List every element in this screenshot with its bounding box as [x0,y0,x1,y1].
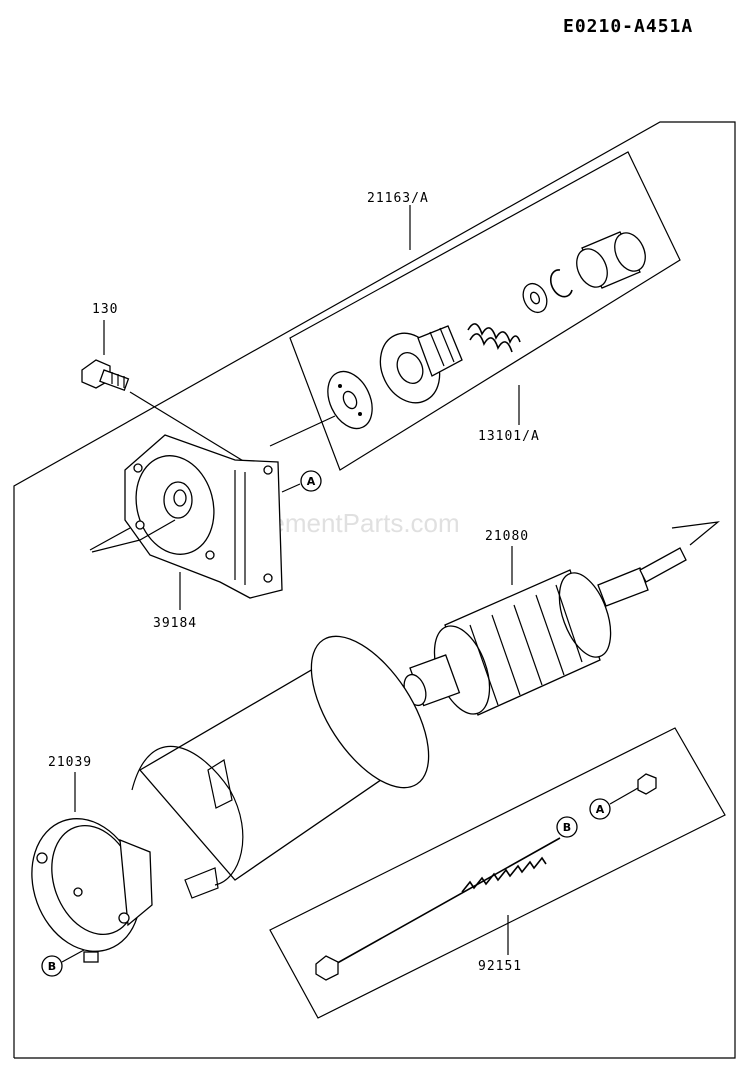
assembly-line-bolt [129,391,246,463]
arrow-right [671,521,720,546]
washer [522,282,548,314]
diagram-code: E0210-A451A [563,16,693,37]
spring [467,323,521,353]
ref-b1: B [48,960,56,973]
label-21039: 21039 [48,755,92,770]
pinion-kit-box [289,151,681,471]
front-bracket [124,434,283,599]
bolt-130 [81,359,130,392]
axis-line-bracket [139,519,176,541]
assembly-line-bracket [269,415,336,447]
stop-plate [327,370,373,430]
ref-a1: A [307,475,316,488]
label-130: 130 [92,302,118,317]
label-39184: 39184 [153,616,197,631]
through-bolt-box [269,727,726,1019]
outer-frame [13,121,736,1059]
nut [637,773,657,795]
ref-a2: A [596,803,605,816]
arrow-left-b [89,527,131,551]
leader-ref-a1 [281,483,301,493]
through-bolt [315,837,561,981]
ref-b2: B [563,821,571,834]
leader-ref-a2 [609,787,639,805]
pinion-gear [379,325,463,404]
leader-ref-b1 [61,949,85,963]
end-cover [31,818,153,963]
snap-ring [549,269,573,298]
label-21163a: 21163/A [367,191,429,206]
label-21080: 21080 [485,529,529,544]
ref-b1-badge: B [41,955,63,977]
stop-collar [576,231,646,289]
label-13101a: 13101/A [478,429,540,444]
ref-b2-badge: B [556,816,578,838]
label-92151: 92151 [478,959,522,974]
yoke-housing [131,635,430,899]
ref-a1-badge: A [300,470,322,492]
armature [403,547,687,716]
arrow-left-a [91,539,141,553]
ref-a2-badge: A [589,798,611,820]
